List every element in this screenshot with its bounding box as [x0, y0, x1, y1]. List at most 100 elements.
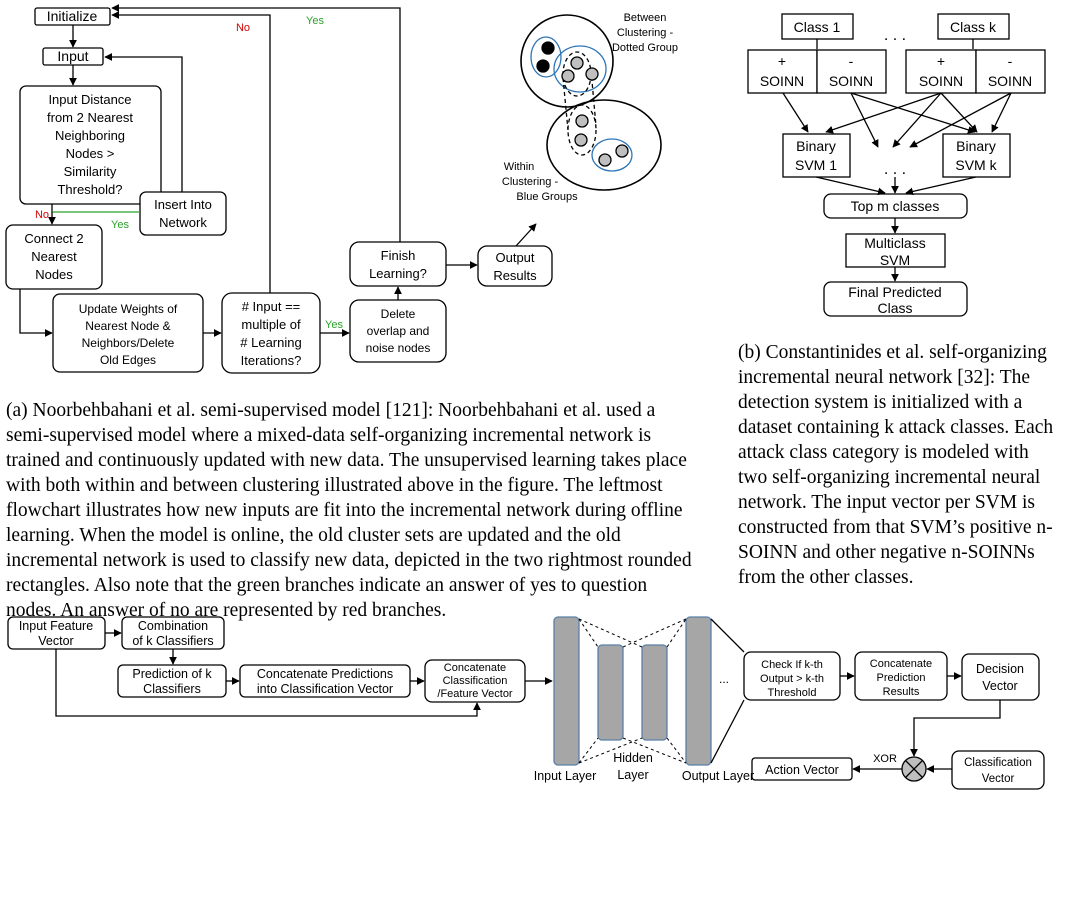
concat-predictions-label: Concatenate Predictions — [257, 667, 393, 681]
class-1-label: Class 1 — [794, 19, 841, 35]
cluster-ring-top — [520, 14, 614, 108]
delete-label: overlap and — [367, 324, 430, 338]
connect-label: Nearest — [31, 249, 77, 264]
question2-label: # Learning — [240, 335, 301, 350]
input-layer-label: Input Layer — [534, 769, 597, 783]
soinn-minus-label: SOINN — [829, 73, 873, 89]
input-label: Input — [57, 48, 88, 64]
soinn-plus-box — [905, 49, 977, 94]
concat-classification-label: Classification — [443, 675, 508, 687]
binary-svm-k-box — [942, 133, 1011, 178]
question1-label: from 2 Nearest — [47, 110, 133, 125]
delete-label: noise nodes — [366, 341, 431, 355]
soinn-minus-label: - — [1008, 53, 1013, 69]
delete-label: Delete — [381, 307, 416, 321]
check-threshold-label: Check If k-th — [761, 659, 823, 671]
within-clustering-label: Clustering - — [502, 176, 559, 188]
classification-vector-box — [951, 750, 1045, 790]
input-layer — [553, 616, 580, 766]
gray-node — [570, 56, 584, 70]
decision-vector-box — [961, 653, 1040, 701]
decision-vector-label: Decision — [976, 662, 1024, 676]
question2-label: multiple of — [241, 317, 301, 332]
between-clustering-label: Dotted Group — [612, 42, 678, 54]
figure-b — [747, 13, 1046, 317]
combination-label: Combination — [138, 619, 208, 633]
yes-branch-label: Yes — [306, 15, 324, 27]
check-threshold-label: Threshold — [768, 687, 817, 699]
soinn-minus-label: - — [849, 53, 854, 69]
question1-label: Similarity — [64, 164, 117, 179]
output-results-box — [477, 245, 553, 287]
ellipsis-label: . . . — [884, 27, 906, 44]
action-vector-box — [751, 757, 853, 781]
connect-label: Connect 2 — [24, 231, 83, 246]
top-m-label: Top m classes — [851, 198, 940, 214]
action-vector-label: Action Vector — [765, 763, 839, 777]
ellipsis-label: ... — [719, 672, 729, 686]
hidden-layer-label: Layer — [617, 768, 648, 782]
question2-label: Iterations? — [241, 353, 302, 368]
concat-predictions-label: into Classification Vector — [257, 682, 393, 696]
within-clustering-label: Blue Groups — [516, 191, 578, 203]
update-label: Old Edges — [100, 353, 156, 367]
binary-svm-1-box — [782, 133, 851, 178]
multiclass-svm-box — [845, 233, 946, 268]
finish-label: Finish — [381, 248, 416, 263]
svm-k-label: SVM k — [955, 157, 997, 173]
soinn-plus-label: + — [937, 53, 945, 69]
gray-node — [585, 67, 599, 81]
question1-label: Input Distance — [48, 92, 131, 107]
cluster-ring-bottom — [546, 99, 662, 191]
gray-node — [615, 144, 629, 158]
between-clustering-label: Clustering - — [617, 27, 674, 39]
soinn-minus-label: SOINN — [988, 73, 1032, 89]
svm-1-label: SVM 1 — [795, 157, 837, 173]
output-layer — [685, 616, 712, 766]
insert-box — [139, 191, 227, 236]
gray-node — [598, 153, 612, 167]
gray-node — [561, 69, 575, 83]
figure-a-labels: Initialize Input Input Distance from 2 N… — [24, 8, 678, 368]
caption-a-text: (a) Noorbehbahani et al. semi-supervised… — [6, 400, 692, 621]
concat-results-label: Concatenate — [870, 658, 932, 670]
insert-label: Insert Into — [154, 197, 212, 212]
decision-vector-label: Vector — [982, 679, 1017, 693]
insert-label: Network — [159, 215, 207, 230]
question1-label: Nodes > — [66, 146, 115, 161]
finish-learning-box — [349, 241, 447, 287]
output-label: Results — [493, 268, 537, 283]
caption-b: (b) Constantinides et al. self-organizin… — [738, 340, 1060, 590]
hidden-layer — [641, 644, 668, 741]
figure-c-labels: Input Feature Vector Combination of k Cl… — [19, 619, 1032, 785]
final-class-label: Class — [877, 300, 912, 316]
update-label: Nearest Node & — [85, 319, 170, 333]
hidden-layer-label: Hidden — [613, 751, 653, 765]
gray-node — [574, 133, 588, 147]
combination-label: of k Classifiers — [132, 634, 213, 648]
figure-c — [7, 616, 1045, 790]
blue-group — [530, 36, 562, 78]
figure-a — [5, 4, 662, 374]
hidden-layer — [597, 644, 624, 741]
concat-classification-label: Concatenate — [444, 662, 506, 674]
soinn-minus-box — [975, 49, 1046, 94]
multiclass-label: Multiclass — [864, 235, 925, 251]
soinn-plus-label: + — [778, 53, 786, 69]
finish-label: Learning? — [369, 266, 427, 281]
prediction-label: Prediction of k — [132, 667, 212, 681]
final-class-box — [823, 281, 968, 317]
within-clustering-label: Within — [504, 161, 535, 173]
input-feature-label: Vector — [38, 634, 73, 648]
black-node — [541, 41, 555, 55]
class-1-box — [781, 13, 854, 40]
update-label: Update Weights of — [79, 302, 178, 316]
soinn-minus-box — [816, 49, 887, 94]
connect-label: Nodes — [35, 267, 73, 282]
multiclass-label: SVM — [880, 252, 910, 268]
cluster-illustration — [520, 14, 662, 191]
question1-label: Neighboring — [55, 128, 125, 143]
blue-group — [553, 45, 607, 93]
blue-group — [591, 138, 633, 172]
soinn-plus-label: SOINN — [919, 73, 963, 89]
